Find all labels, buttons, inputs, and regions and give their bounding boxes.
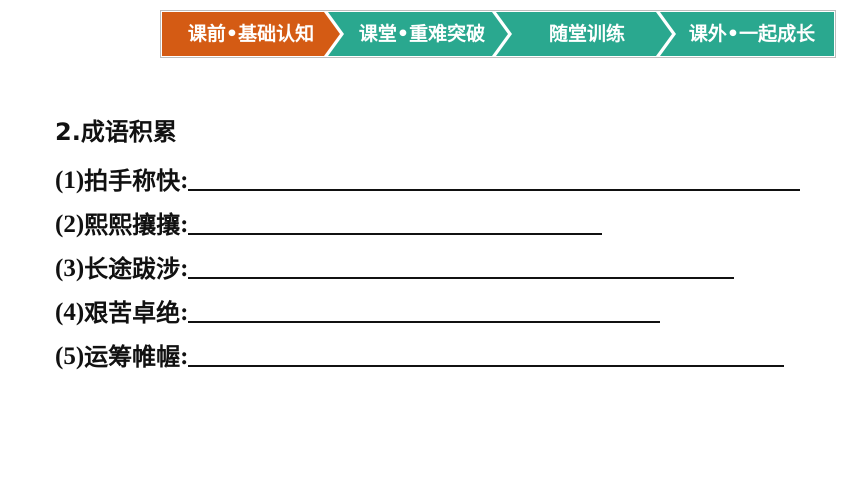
item-number: (5) xyxy=(55,343,85,370)
item-colon: : xyxy=(180,255,189,282)
list-item: (1)拍手称快: xyxy=(55,152,801,196)
answer-blank[interactable] xyxy=(188,171,801,191)
tab-in-class-practice[interactable]: 随堂训练 xyxy=(496,12,672,56)
section-heading: 2.成语积累 xyxy=(55,118,177,146)
item-number: (2) xyxy=(55,211,85,238)
idiom-section: 2.成语积累 (1)拍手称快: (2)熙熙攘攘: (3)长途跋涉: (4)艰苦卓… xyxy=(55,112,801,372)
idiom-term: 运筹帷幄 xyxy=(84,343,181,371)
tab-in-class-key-points[interactable]: 课堂•重难突破 xyxy=(328,12,508,56)
idiom-term: 熙熙攘攘 xyxy=(84,211,181,239)
item-colon: : xyxy=(180,167,189,194)
item-number: (1) xyxy=(55,167,85,194)
list-item: (4)艰苦卓绝: xyxy=(55,284,800,328)
tab-after-class-growth[interactable]: 课外•一起成长 xyxy=(660,12,834,56)
list-item: (3)长途跋涉: xyxy=(55,240,800,284)
answer-blank[interactable] xyxy=(188,347,785,367)
item-number: (4) xyxy=(55,299,85,326)
idiom-term: 长途跋涉 xyxy=(84,255,181,283)
list-item: (5)运筹帷幄: xyxy=(55,328,800,372)
list-item: (2)熙熙攘攘: xyxy=(55,196,800,240)
item-colon: : xyxy=(180,343,189,370)
idiom-term: 拍手称快 xyxy=(84,167,181,195)
item-colon: : xyxy=(180,299,189,326)
idiom-term: 艰苦卓绝 xyxy=(84,299,181,327)
item-colon: : xyxy=(180,211,189,238)
answer-blank[interactable] xyxy=(188,303,661,323)
answer-blank[interactable] xyxy=(188,259,735,279)
lesson-step-nav: 课前•基础认知 课堂•重难突破 随堂训练 课外•一起成长 xyxy=(162,12,834,56)
tab-pre-class-basic[interactable]: 课前•基础认知 xyxy=(162,12,340,56)
item-number: (3) xyxy=(55,255,85,282)
answer-blank[interactable] xyxy=(188,215,603,235)
